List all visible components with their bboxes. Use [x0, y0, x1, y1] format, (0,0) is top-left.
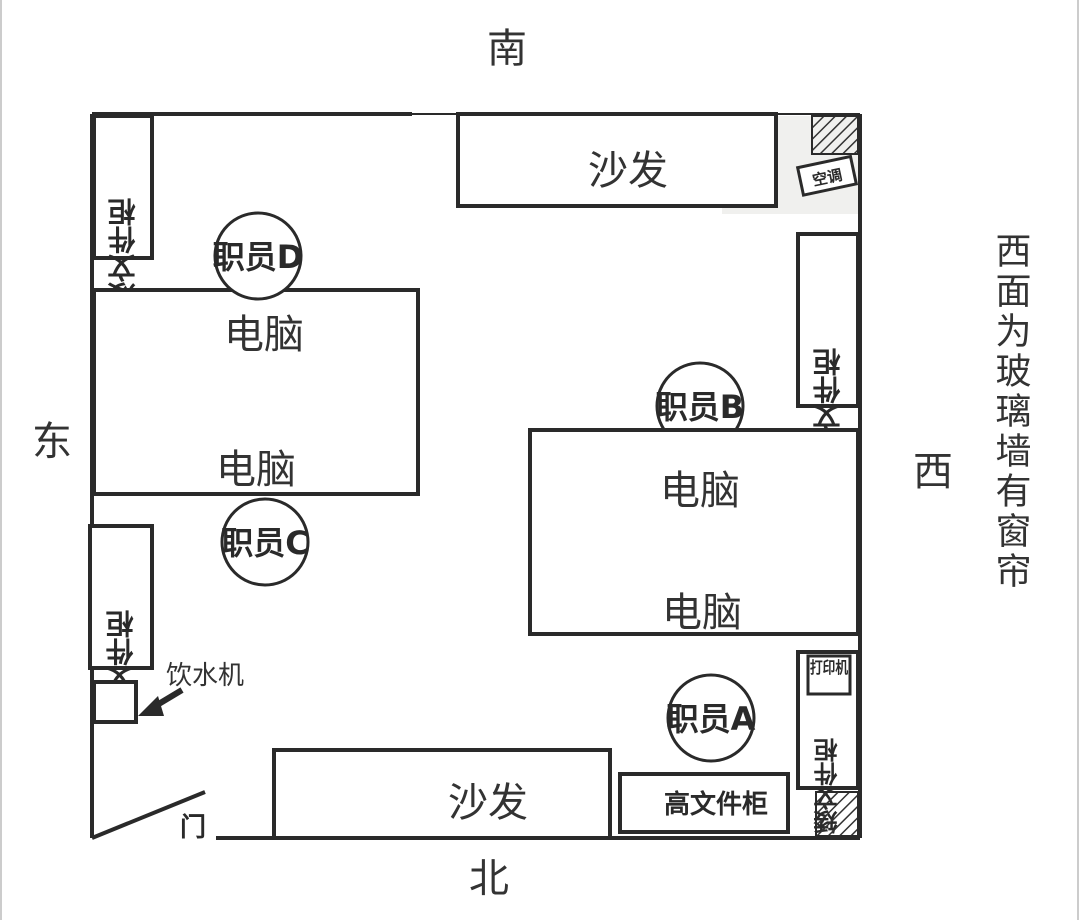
door-label: 门: [180, 813, 206, 843]
staff-d-label: 职员D: [213, 238, 304, 276]
desk-east-computer-2: 电脑: [216, 447, 296, 493]
sofa-south: [456, 112, 778, 208]
printer-label-1: 打印机: [810, 658, 848, 677]
compass-north: 北: [469, 856, 509, 902]
desk-west-computer-1: 电脑: [660, 468, 740, 514]
water-dispenser: [92, 680, 138, 724]
low-cabinet-1: [92, 114, 154, 260]
staff-a: [666, 673, 756, 763]
pillar-north-west: [815, 791, 859, 837]
sofa-north-label: 沙发: [448, 780, 528, 826]
water-dispenser-label: 饮水机: [166, 661, 244, 691]
staff-b-label: 职员B: [656, 388, 744, 426]
staff-c-label: 职员C: [221, 524, 309, 562]
arrow-icon: [138, 687, 184, 716]
sofa-north: [272, 748, 612, 840]
west-wall-note: 西面为玻璃墙有窗帘: [990, 232, 1031, 592]
staff-a-label: 职员A: [667, 700, 756, 738]
air-conditioner: 空调: [795, 154, 859, 197]
compass-east: 东: [32, 419, 72, 465]
ac-label: 空调: [811, 166, 844, 190]
pillar-south-west: [811, 115, 859, 155]
compass-west: 西: [913, 449, 953, 495]
printer: [806, 654, 852, 696]
low-cabinet-3: [796, 232, 860, 408]
sofa-south-label: 沙发: [588, 148, 668, 194]
desk-west: [528, 428, 860, 636]
desk-east: [92, 288, 420, 496]
high-cabinet-label: 高文件柜: [664, 789, 768, 820]
high-cabinet: [618, 772, 790, 834]
desk-west-computer-2: 电脑: [662, 590, 742, 636]
staff-c: [220, 497, 310, 587]
compass-south: 南: [487, 26, 527, 72]
desk-east-computer-1: 电脑: [224, 312, 304, 358]
low-cabinet-2: [88, 524, 154, 670]
staff-d: [213, 211, 303, 301]
